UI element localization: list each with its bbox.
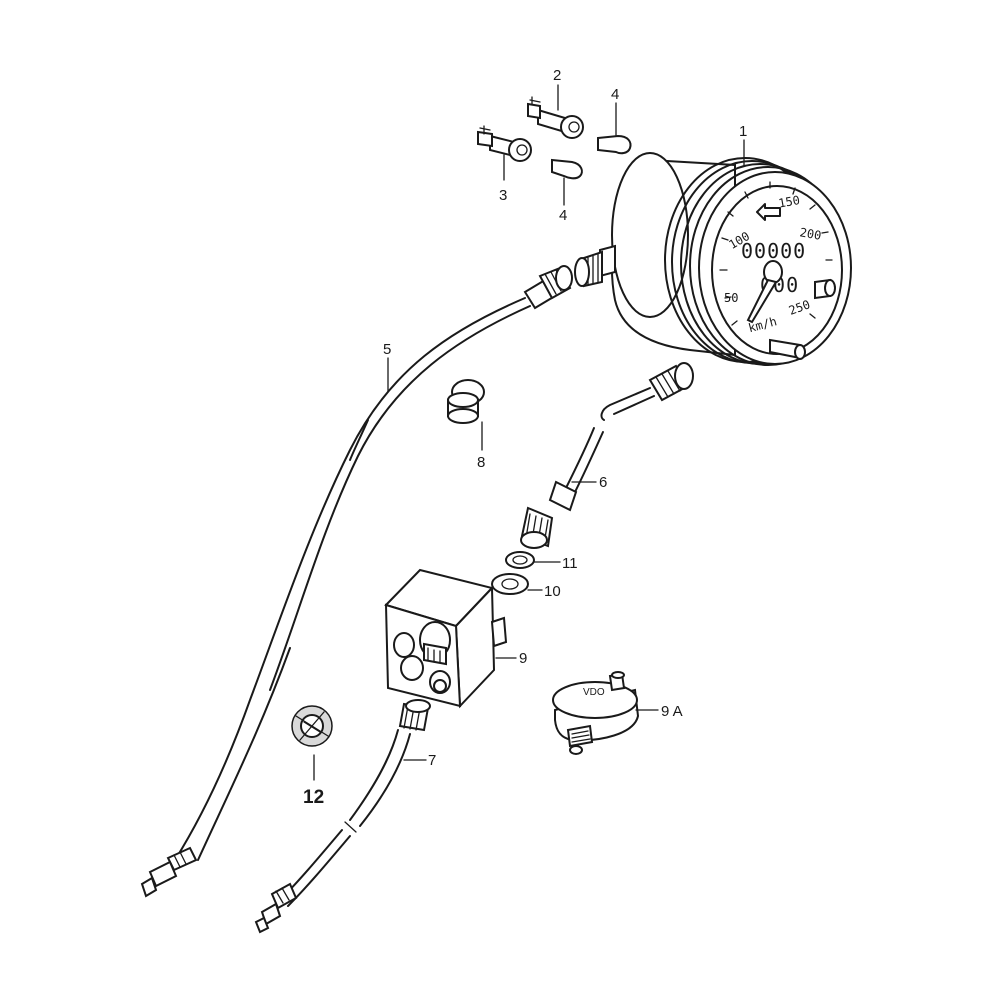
callout-4-lower: 4 xyxy=(559,207,567,224)
callout-8: 8 xyxy=(477,454,485,471)
dial-tick-50: 50 xyxy=(724,291,738,305)
bulb-holder-part-2 xyxy=(527,96,584,139)
speedometer-cable-part-5 xyxy=(140,265,573,898)
rubber-cap-part-12 xyxy=(291,705,333,747)
callout-9: 9 xyxy=(519,650,527,667)
bulb-part-4-upper xyxy=(597,134,632,155)
speedometer-cable-part-7 xyxy=(254,699,431,934)
callout-4-upper: 4 xyxy=(611,86,619,103)
callout-9a: 9 A xyxy=(661,703,683,720)
odometer-digits: 00000 xyxy=(741,239,806,263)
callout-10: 10 xyxy=(544,583,561,600)
callout-5: 5 xyxy=(383,341,391,358)
dial-tick-250: 250 xyxy=(787,297,812,318)
callout-3: 3 xyxy=(499,187,507,204)
dial-tick-200: 200 xyxy=(799,225,823,243)
washer-part-10 xyxy=(491,573,529,595)
callout-1: 1 xyxy=(739,123,747,140)
callout-11: 11 xyxy=(562,555,578,572)
callout-2: 2 xyxy=(553,67,561,84)
turn-indicator-icon xyxy=(756,203,781,221)
callout-7: 7 xyxy=(428,752,436,769)
grommet-part-8 xyxy=(447,379,485,424)
angle-drive-part-9 xyxy=(384,568,508,709)
washer-part-11 xyxy=(505,551,535,569)
leader-lines xyxy=(313,84,745,781)
sensor-brand-label: VDO xyxy=(583,687,605,698)
dial-tick-150: 150 xyxy=(777,193,801,211)
sensor-part-9a: VDO xyxy=(552,671,640,755)
callout-6: 6 xyxy=(599,474,607,491)
callout-12: 12 xyxy=(303,787,324,808)
bulb-holder-part-3 xyxy=(477,125,532,162)
speedometer-part-1: 50 100 150 200 250 km/h 00000 000 xyxy=(574,152,852,366)
bulb-part-4-lower xyxy=(551,158,583,180)
speedometer-cable-part-6 xyxy=(520,362,694,549)
